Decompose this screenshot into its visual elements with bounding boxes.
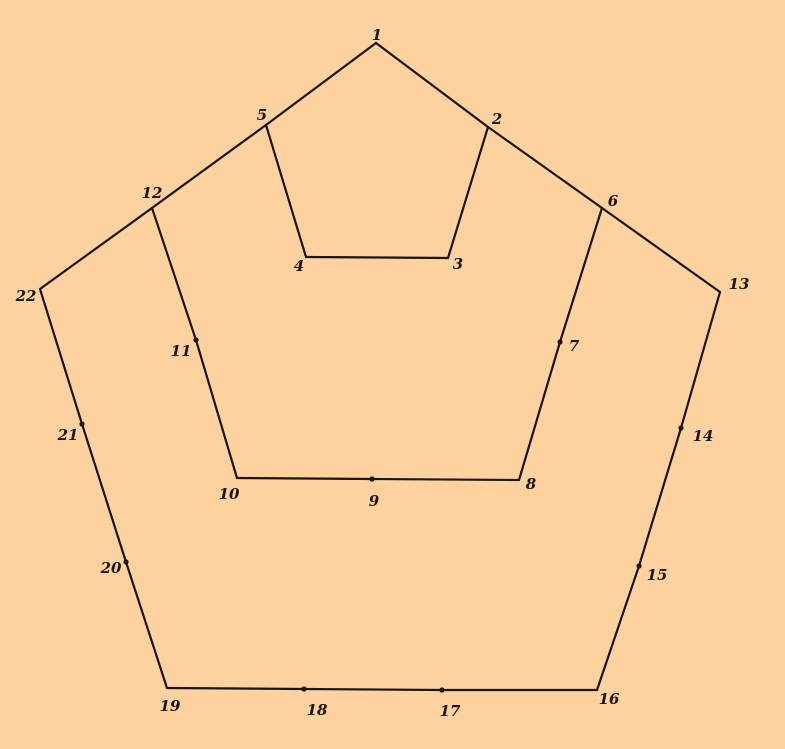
edge-p22-p21 — [38, 287, 84, 426]
edge-p11-p10 — [194, 338, 239, 480]
point-label-16: 16 — [599, 690, 620, 708]
point-mark-11 — [193, 337, 199, 343]
point-label-6: 6 — [608, 192, 619, 210]
point-label-4: 4 — [294, 257, 304, 275]
edge-p1-p2 — [374, 41, 490, 129]
edges-layer — [38, 41, 722, 692]
edge-p4-p3 — [304, 255, 450, 260]
point-mark-17 — [439, 687, 445, 693]
edge-p18-p17 — [302, 687, 444, 692]
point-label-12: 12 — [142, 184, 163, 202]
point-mark-20 — [123, 559, 129, 565]
edge-p21-p20 — [80, 422, 128, 564]
point-label-1: 1 — [372, 26, 382, 44]
point-label-10: 10 — [219, 485, 240, 503]
edge-p12-p11 — [150, 206, 198, 342]
point-label-13: 13 — [729, 275, 750, 293]
point-label-18: 18 — [307, 701, 328, 719]
edge-p14-p13 — [679, 290, 722, 430]
point-label-8: 8 — [526, 475, 537, 493]
point-label-14: 14 — [693, 427, 714, 445]
point-label-3: 3 — [453, 255, 463, 273]
edge-p16-p15 — [595, 564, 641, 692]
edge-p15-p14 — [637, 426, 683, 568]
point-label-17: 17 — [440, 702, 461, 720]
edge-p20-p19 — [124, 560, 169, 690]
edge-p19-p18 — [165, 686, 306, 691]
edge-p9-p8 — [370, 477, 521, 482]
point-label-7: 7 — [569, 337, 580, 355]
point-label-11: 11 — [171, 342, 192, 360]
edge-p1-p5 — [264, 41, 378, 127]
point-label-22: 22 — [15, 287, 37, 305]
point-mark-7 — [557, 339, 563, 345]
edge-p6-p13 — [600, 206, 722, 294]
point-mark-14 — [678, 425, 684, 431]
point-label-21: 21 — [57, 426, 79, 444]
edge-p10-p9 — [235, 476, 374, 481]
point-label-5: 5 — [257, 106, 267, 124]
edge-p7-p6 — [558, 206, 604, 344]
point-mark-18 — [301, 686, 307, 692]
edge-p2-p6 — [486, 125, 604, 210]
point-label-19: 19 — [160, 697, 181, 715]
point-mark-21 — [79, 421, 85, 427]
point-label-2: 2 — [491, 110, 502, 128]
edge-p3-p2 — [446, 125, 490, 260]
edge-p5-p12 — [150, 123, 268, 210]
points-layer — [79, 337, 684, 693]
edge-p12-p22 — [38, 206, 154, 291]
edge-p8-p7 — [517, 340, 562, 482]
point-label-15: 15 — [647, 566, 668, 584]
point-label-20: 20 — [100, 559, 122, 577]
point-mark-15 — [636, 563, 642, 569]
point-mark-9 — [369, 476, 375, 482]
point-label-9: 9 — [369, 492, 380, 510]
edge-p5-p4 — [264, 123, 308, 259]
